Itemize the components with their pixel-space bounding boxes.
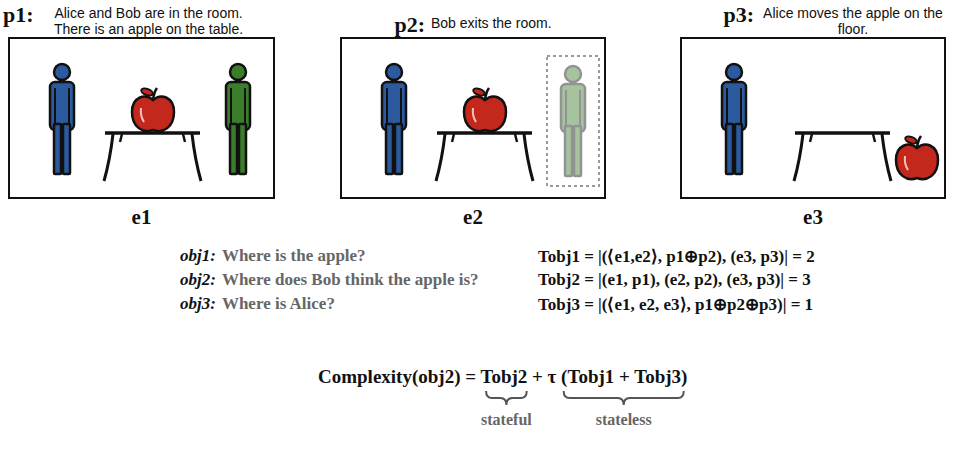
objective-question: Where is the apple?	[222, 246, 366, 266]
table-symbol	[794, 133, 891, 181]
exit-marker	[547, 56, 599, 186]
apple-symbol	[132, 87, 174, 131]
apple-symbol	[896, 135, 938, 179]
objective-tag: obj3:	[180, 294, 216, 314]
alice-figure	[50, 64, 74, 174]
event-label: e3	[680, 205, 946, 230]
scene-frame	[680, 37, 946, 199]
scene-panel: p1:Alice and Bob are in the room. There …	[3, 3, 275, 230]
state-count-formula: Tobj2 = |(e1, p1), (e2, p2), (e3, p3)| =…	[538, 270, 811, 290]
alice-figure	[722, 64, 746, 174]
event-label: e1	[8, 205, 275, 230]
scene-frame	[340, 37, 606, 199]
state-count-formula: Tobj3 = |(⟨e1, e2, e3⟩, p1⊕p2⊕p3)| = 1	[538, 294, 813, 315]
underbrace	[486, 391, 527, 405]
objective-tag: obj1:	[180, 246, 216, 266]
scene-panel: p2: Bob exits the room. e2	[335, 13, 606, 230]
table-symbol	[104, 133, 201, 181]
apple-symbol	[464, 87, 506, 131]
step-tag: p2:	[394, 13, 425, 37]
alice-figure	[382, 64, 406, 174]
step-caption: Alice and Bob are in the room. There is …	[40, 3, 258, 37]
scene-frame	[8, 37, 275, 199]
objective-question: Where does Bob think the apple is?	[222, 270, 479, 290]
underbrace	[564, 391, 684, 405]
objective-tag: obj2:	[180, 270, 216, 290]
step-tag: p3:	[723, 3, 754, 27]
state-count-formula: Tobj1 = |(⟨e1,e2⟩, p1⊕p2), (e3, p3)| = 2	[538, 246, 815, 267]
complexity-formula: Complexity(obj2) = Tobj2 + τ (Tobj1 + To…	[318, 366, 687, 388]
event-label: e2	[340, 205, 606, 230]
bob-figure	[226, 64, 250, 174]
step-tag: p1:	[3, 3, 34, 27]
brace-note: stateful	[481, 411, 532, 429]
step-caption: Alice moves the apple on the floor.	[760, 3, 946, 37]
scene-panel: p3:Alice moves the apple on the floor. e3	[675, 3, 946, 230]
table-symbol	[436, 133, 533, 181]
brace-note: stateless	[596, 411, 652, 429]
step-caption: Bob exits the room.	[431, 13, 552, 31]
bob-ghost-figure	[561, 66, 585, 176]
panel-header: p2: Bob exits the room.	[340, 13, 606, 37]
panel-header: p3:Alice moves the apple on the floor.	[680, 3, 946, 37]
objective-question: Where is Alice?	[222, 294, 335, 314]
panel-header: p1:Alice and Bob are in the room. There …	[3, 3, 275, 37]
